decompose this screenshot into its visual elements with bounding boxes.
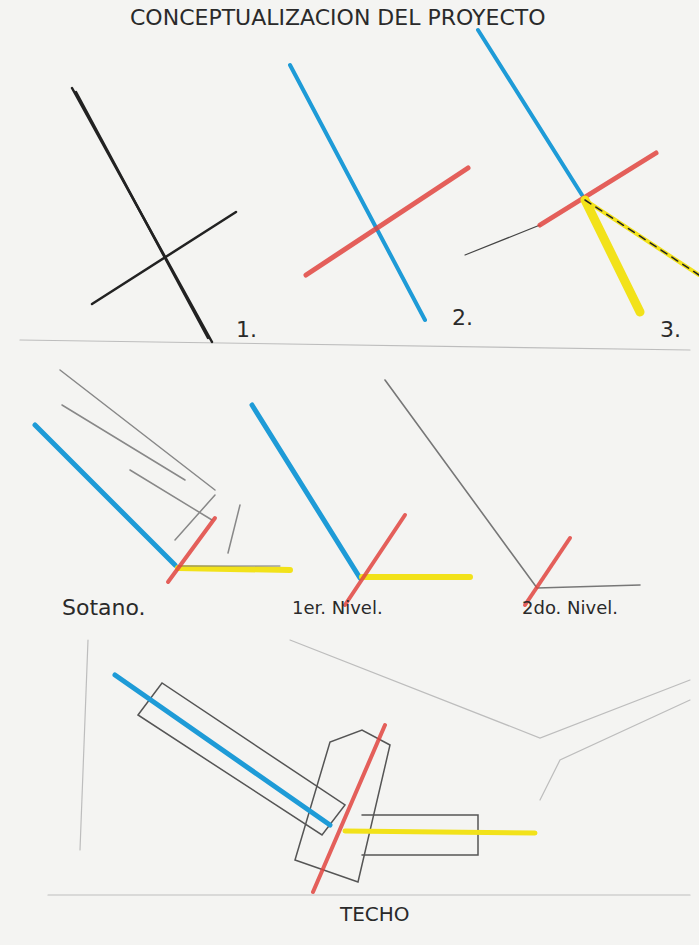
red-axis (168, 518, 215, 582)
guide-line (385, 380, 640, 588)
blue-axis (35, 425, 175, 565)
red-axis (306, 168, 468, 275)
faint-marks (20, 340, 690, 895)
blue-axis (478, 30, 582, 195)
blue-axis (115, 675, 330, 825)
red-axis (313, 725, 385, 892)
guide-line (465, 225, 540, 255)
red-axis (525, 538, 570, 605)
yellow-axis (362, 574, 470, 580)
level-label: 1er. Nivel. (292, 598, 383, 618)
red-axis (345, 515, 405, 605)
title: CONCEPTUALIZACION DEL PROYECTO (130, 6, 546, 30)
step-number: 3. (660, 318, 681, 342)
volume-outlines (138, 683, 478, 882)
red-axis (540, 153, 656, 225)
yellow-axis (585, 200, 699, 275)
blue-axis (252, 405, 360, 578)
step-number: 1. (236, 318, 257, 342)
guide-lines (60, 370, 240, 553)
level-label: 2do. Nivel. (522, 598, 618, 618)
dashed-line (585, 200, 699, 275)
guide-line (178, 566, 280, 567)
yellow-axis (345, 831, 535, 833)
level-label: Sotano. (62, 596, 146, 620)
step-number: 2. (452, 306, 473, 330)
blue-axis (290, 65, 425, 320)
level-label: TECHO (340, 903, 410, 925)
black-cross (72, 88, 236, 342)
yellow-axis (178, 568, 290, 570)
